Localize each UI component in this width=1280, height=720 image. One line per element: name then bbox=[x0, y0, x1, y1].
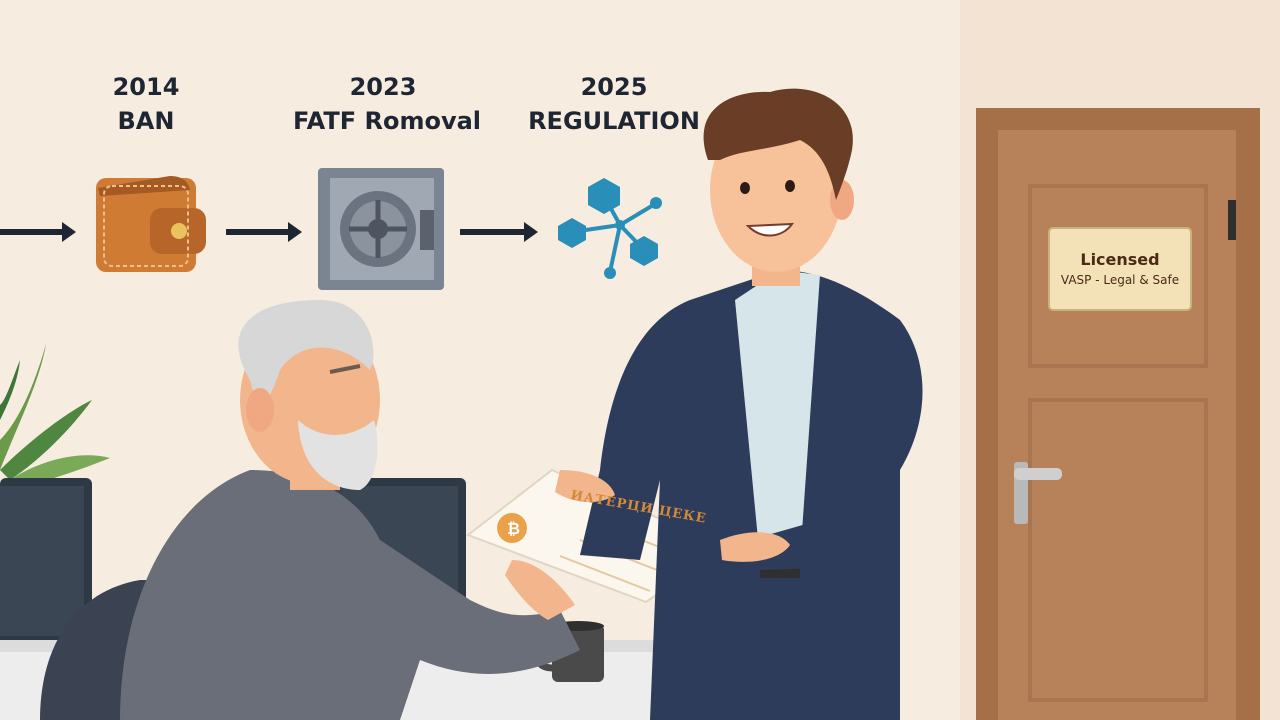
timeline-event: REGULATION bbox=[528, 107, 700, 135]
timeline-event: FATF Romoval bbox=[293, 107, 482, 135]
timeline-year: 2023 bbox=[349, 73, 417, 101]
door-plaque-text: Licensed VASP - Legal & Safe bbox=[1049, 228, 1191, 310]
svg-text:₿: ₿ bbox=[507, 519, 520, 538]
timeline-label-2025: 2025 REGULATION bbox=[524, 70, 704, 138]
young-man bbox=[555, 88, 923, 720]
timeline-year: 2014 bbox=[112, 73, 180, 101]
old-man bbox=[40, 300, 580, 720]
door-handle-icon bbox=[1014, 462, 1062, 524]
network-icon bbox=[558, 178, 662, 279]
door-plaque bbox=[1048, 227, 1192, 311]
timeline-label-2014: 2014 BAN bbox=[96, 70, 196, 138]
door bbox=[976, 108, 1260, 720]
timeline-arrows bbox=[0, 222, 538, 242]
plaque-line-2: VASP - Legal & Safe bbox=[1060, 273, 1180, 287]
plaque-line-1: Licensed bbox=[1080, 250, 1160, 269]
timeline-label-2023: 2023 FATF Romoval bbox=[293, 70, 482, 138]
timeline-event: BAN bbox=[117, 107, 175, 135]
timeline-year: 2025 bbox=[580, 73, 648, 101]
vault-icon bbox=[318, 168, 444, 290]
wallet-icon bbox=[96, 176, 206, 272]
